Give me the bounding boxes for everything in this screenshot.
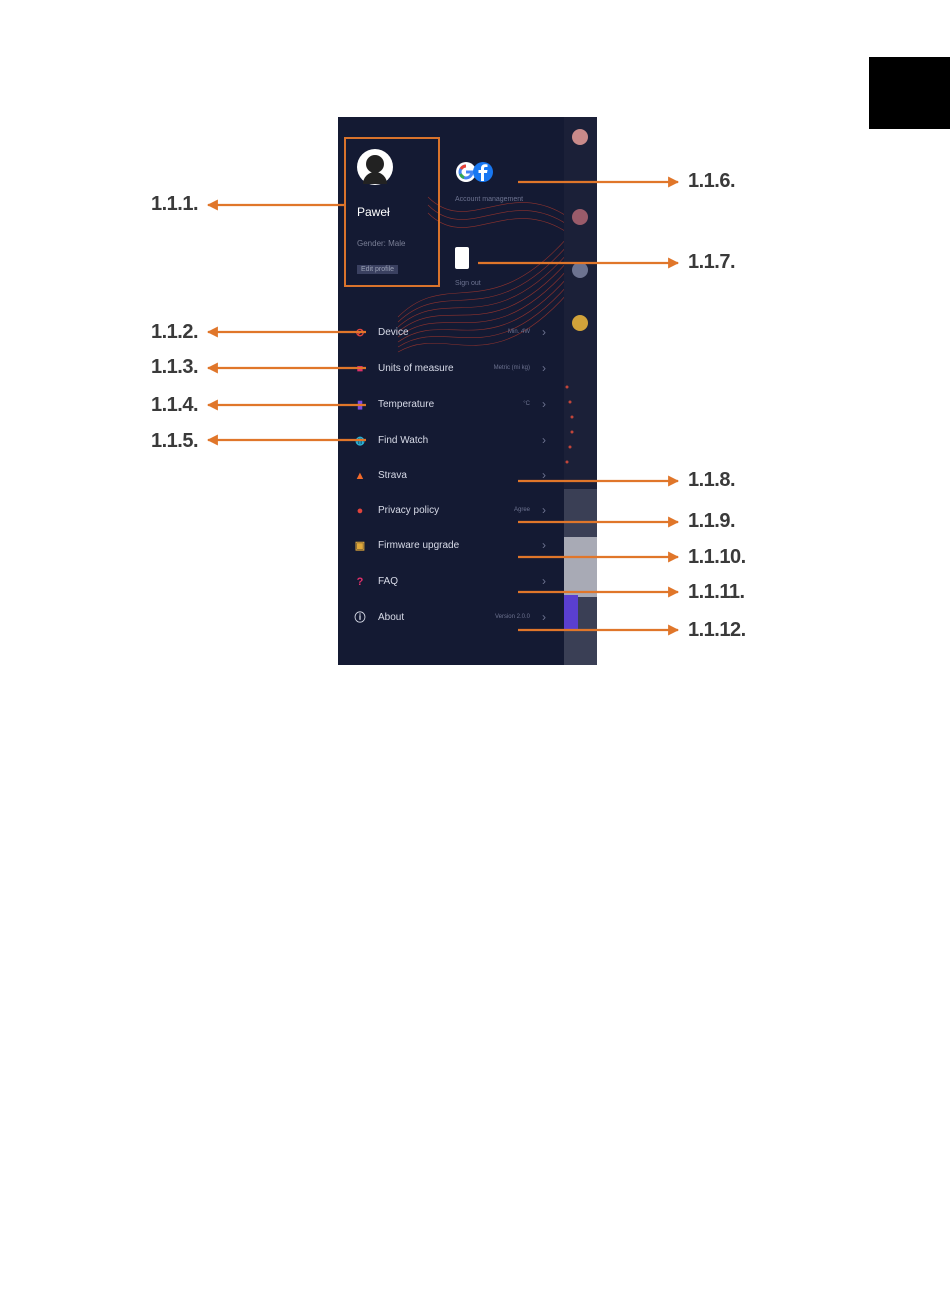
menu-label: Device [378,327,409,338]
strava-icon: ▲ [354,470,366,482]
menu-label: Units of measure [378,363,454,374]
chevron-right-icon: › [542,433,546,447]
menu-label: Firmware upgrade [378,540,460,551]
chip-icon: ▣ [354,540,366,552]
background-app-strip [564,117,597,665]
account-icons[interactable] [455,160,495,184]
profile-gender: Gender: Male [357,239,406,248]
callout-1-1-2: 1.1.2. [151,321,199,343]
callout-1-1-1: 1.1.1. [151,193,199,215]
avatar[interactable] [357,149,393,185]
menu-value: Min. 4W [507,329,530,335]
callout-1-1-8: 1.1.8. [688,469,736,491]
callout-1-1-12: 1.1.12. [688,619,746,641]
info-icon: ⓘ [354,612,366,624]
chevron-right-icon: › [542,503,546,517]
callout-1-1-6: 1.1.6. [688,170,736,192]
menu-item-about[interactable]: ⓘ About Version 2.0.0 › [354,609,547,629]
menu-item-strava[interactable]: ▲ Strava › [354,467,546,487]
chevron-right-icon: › [542,574,546,588]
menu-label: Privacy policy [378,505,440,516]
google-icon [456,162,476,182]
menu-value: Agree [513,507,530,513]
question-icon: ? [356,576,364,588]
profile-card[interactable]: Paweł Gender: Male Edit profile [344,137,440,287]
menu-label: FAQ [378,576,399,587]
door-exit-icon[interactable] [455,247,469,269]
callout-1-1-11: 1.1.11. [688,581,745,603]
strip-icons [564,129,597,665]
app-screenshot: Paweł Gender: Male Edit profile Account … [338,117,597,665]
chevron-right-icon: › [542,325,546,339]
chevron-right-icon: › [542,361,546,375]
menu-label: Strava [378,470,407,481]
menu-item-privacy[interactable]: ● Privacy policy Agree › [354,502,546,522]
wave-background [397,196,569,353]
chevron-right-icon: › [542,397,546,411]
menu-value: Version 2.0.0 [494,614,530,620]
callout-1-1-3: 1.1.3. [151,356,199,378]
chevron-right-icon: › [542,468,546,482]
chapter-tab [869,57,950,129]
chevron-right-icon: › [542,538,546,552]
menu-label: About [378,612,405,623]
menu-item-faq[interactable]: ? FAQ › [354,573,546,593]
account-management-label[interactable]: Account management [455,196,524,203]
callout-1-1-9: 1.1.9. [688,510,736,532]
menu-value: Metric (mi kg) [493,365,530,371]
menu-value: °C [523,401,530,407]
profile-name: Paweł [357,205,390,219]
facebook-icon [473,162,493,182]
menu-label: Temperature [378,399,435,410]
sign-out-label[interactable]: Sign out [455,280,481,287]
callout-1-1-4: 1.1.4. [151,394,199,416]
shield-icon: ● [356,505,364,517]
callout-1-1-7: 1.1.7. [688,251,736,273]
callout-1-1-10: 1.1.10. [688,546,746,568]
callout-1-1-5: 1.1.5. [151,430,199,452]
menu-item-firmware[interactable]: ▣ Firmware upgrade › [354,537,546,557]
chevron-right-icon: › [542,610,546,624]
menu-label: Find Watch [378,435,429,446]
edit-profile-badge[interactable]: Edit profile [357,265,399,274]
